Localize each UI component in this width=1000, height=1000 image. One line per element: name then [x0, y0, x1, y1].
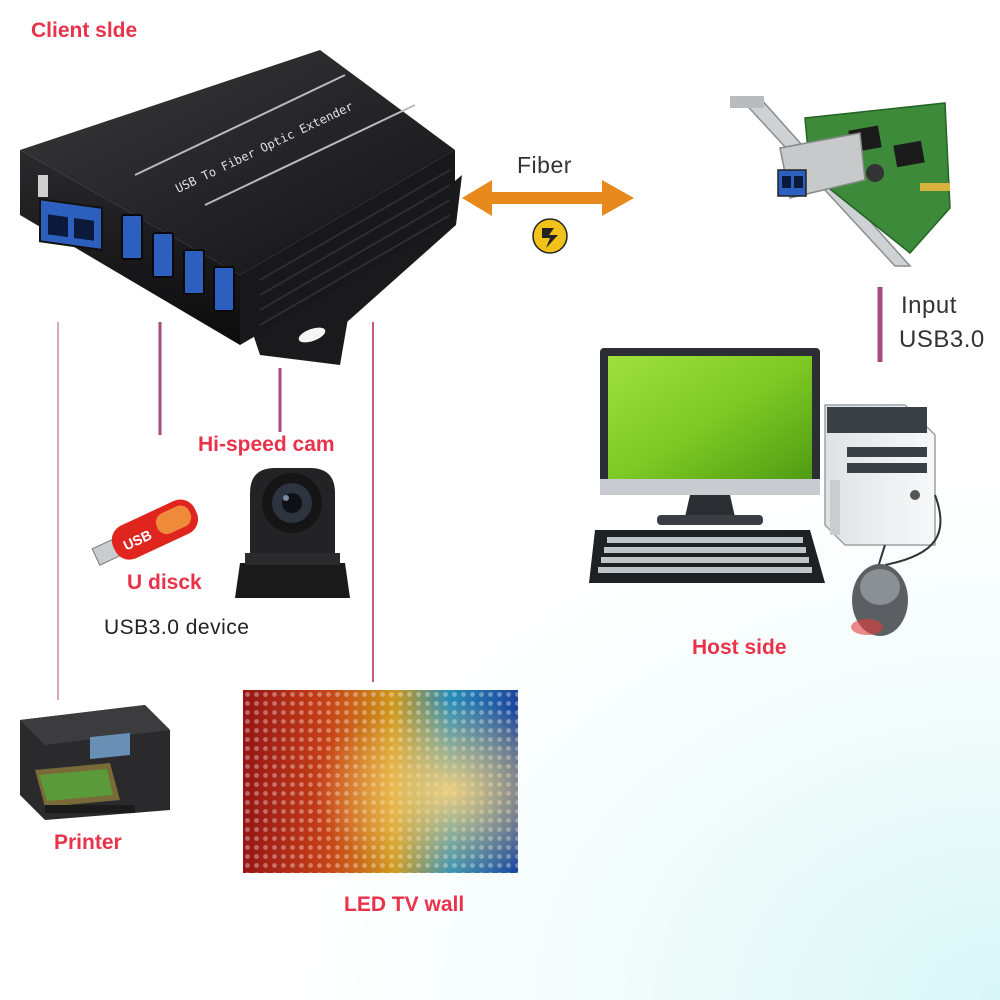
usb-fiber-extender-icon: USB To Fiber Optic Extender — [20, 50, 462, 365]
input-usb-label: USB3.0 — [899, 326, 985, 353]
u-disk-label: U disck — [127, 571, 202, 594]
led-wall-icon — [243, 690, 518, 873]
pcie-fiber-card-icon — [730, 96, 951, 267]
led-tv-wall-label: LED TV wall — [344, 893, 465, 916]
input-label: Input — [901, 292, 957, 319]
fiber-link-icon — [462, 180, 634, 254]
usb30-device-label: USB3.0 device — [104, 616, 250, 639]
hi-speed-cam-label: Hi-speed cam — [198, 433, 335, 456]
desktop-computer-icon — [589, 348, 942, 636]
ptz-camera-icon — [235, 468, 350, 598]
client-side-label: Client slde — [31, 19, 138, 42]
host-side-label: Host side — [692, 636, 787, 659]
fiber-label: Fiber — [517, 152, 572, 178]
usb-stick-icon: USB — [91, 499, 199, 566]
printer-icon — [20, 705, 170, 820]
printer-label: Printer — [54, 831, 122, 854]
